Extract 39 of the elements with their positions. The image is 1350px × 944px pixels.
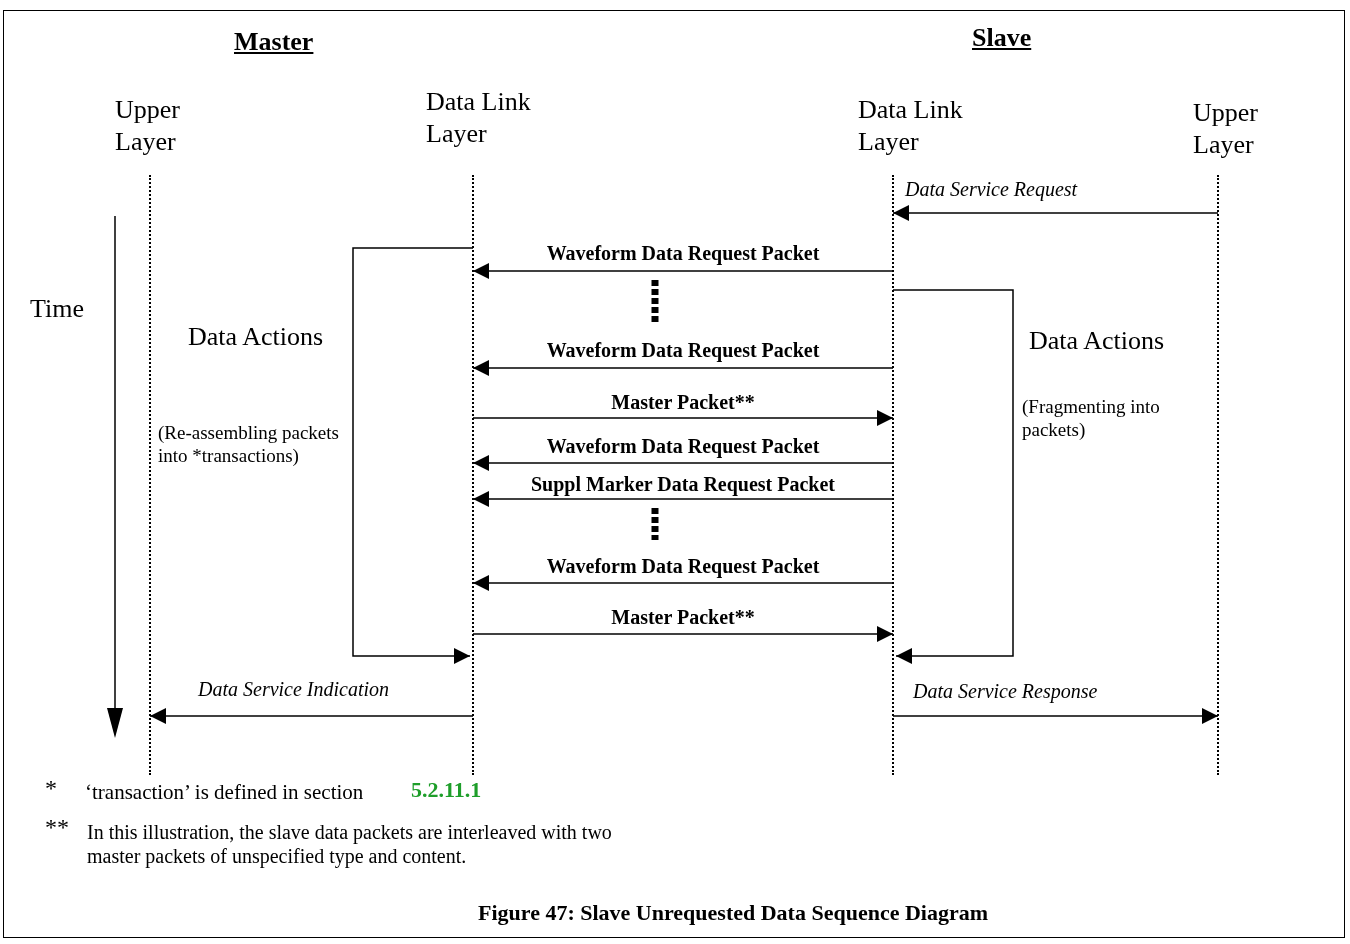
column-heading: Slave (972, 22, 1032, 54)
edge-label: Data Service Response (913, 680, 1098, 703)
edge-label: Master Packet** (610, 606, 756, 629)
note-text: (Re-assembling packets into *transactions) (158, 422, 340, 468)
arrow (892, 289, 1014, 664)
figure-caption: Figure 47: Slave Unrequested Data Sequence Diagram (478, 900, 989, 926)
footnote-mark: ** (45, 813, 69, 842)
edge-label: Waveform Data Request Packet (545, 339, 821, 362)
arrow (472, 455, 894, 471)
edge-label: Data Service Request (905, 178, 1078, 201)
edge-label: Waveform Data Request Packet (545, 242, 821, 265)
arrow (472, 491, 894, 507)
edge-label: Waveform Data Request Packet (545, 435, 821, 458)
arrow (472, 263, 894, 279)
edge-label: Data Service Indication (198, 678, 390, 701)
lifeline-heading: Upper Layer (1193, 97, 1259, 161)
column-heading: Master (234, 26, 314, 58)
arrow (472, 410, 894, 426)
edge-label: Master Packet** (610, 391, 756, 414)
footnote-text: ‘transaction’ is defined in section (85, 780, 364, 806)
arrow (352, 247, 474, 664)
arrow (892, 708, 1219, 724)
footnote-text: In this illustration, the slave data packets are interleaved with two master packets of unspecified type and content. (87, 820, 613, 868)
lifeline-heading: Data Link Layer (426, 86, 532, 150)
lifeline-heading: Data Link Layer (858, 94, 964, 158)
arrow (892, 205, 1219, 221)
edge-label: Waveform Data Request Packet (545, 555, 821, 578)
edge-label: Data Actions (1029, 326, 1165, 356)
arrow (472, 626, 894, 642)
arrow (149, 708, 474, 724)
footnote-mark: * (45, 774, 57, 803)
arrow (472, 360, 894, 376)
note-text: (Fragmenting into packets) (1022, 396, 1161, 442)
axis-label: Time (30, 293, 84, 325)
section-link: 5.2.11.1 (411, 777, 482, 804)
edge-label: Suppl Marker Data Request Packet (529, 473, 837, 496)
edge-label: Data Actions (188, 322, 324, 352)
arrow (472, 575, 894, 591)
lifeline-heading: Upper Layer (115, 94, 181, 158)
